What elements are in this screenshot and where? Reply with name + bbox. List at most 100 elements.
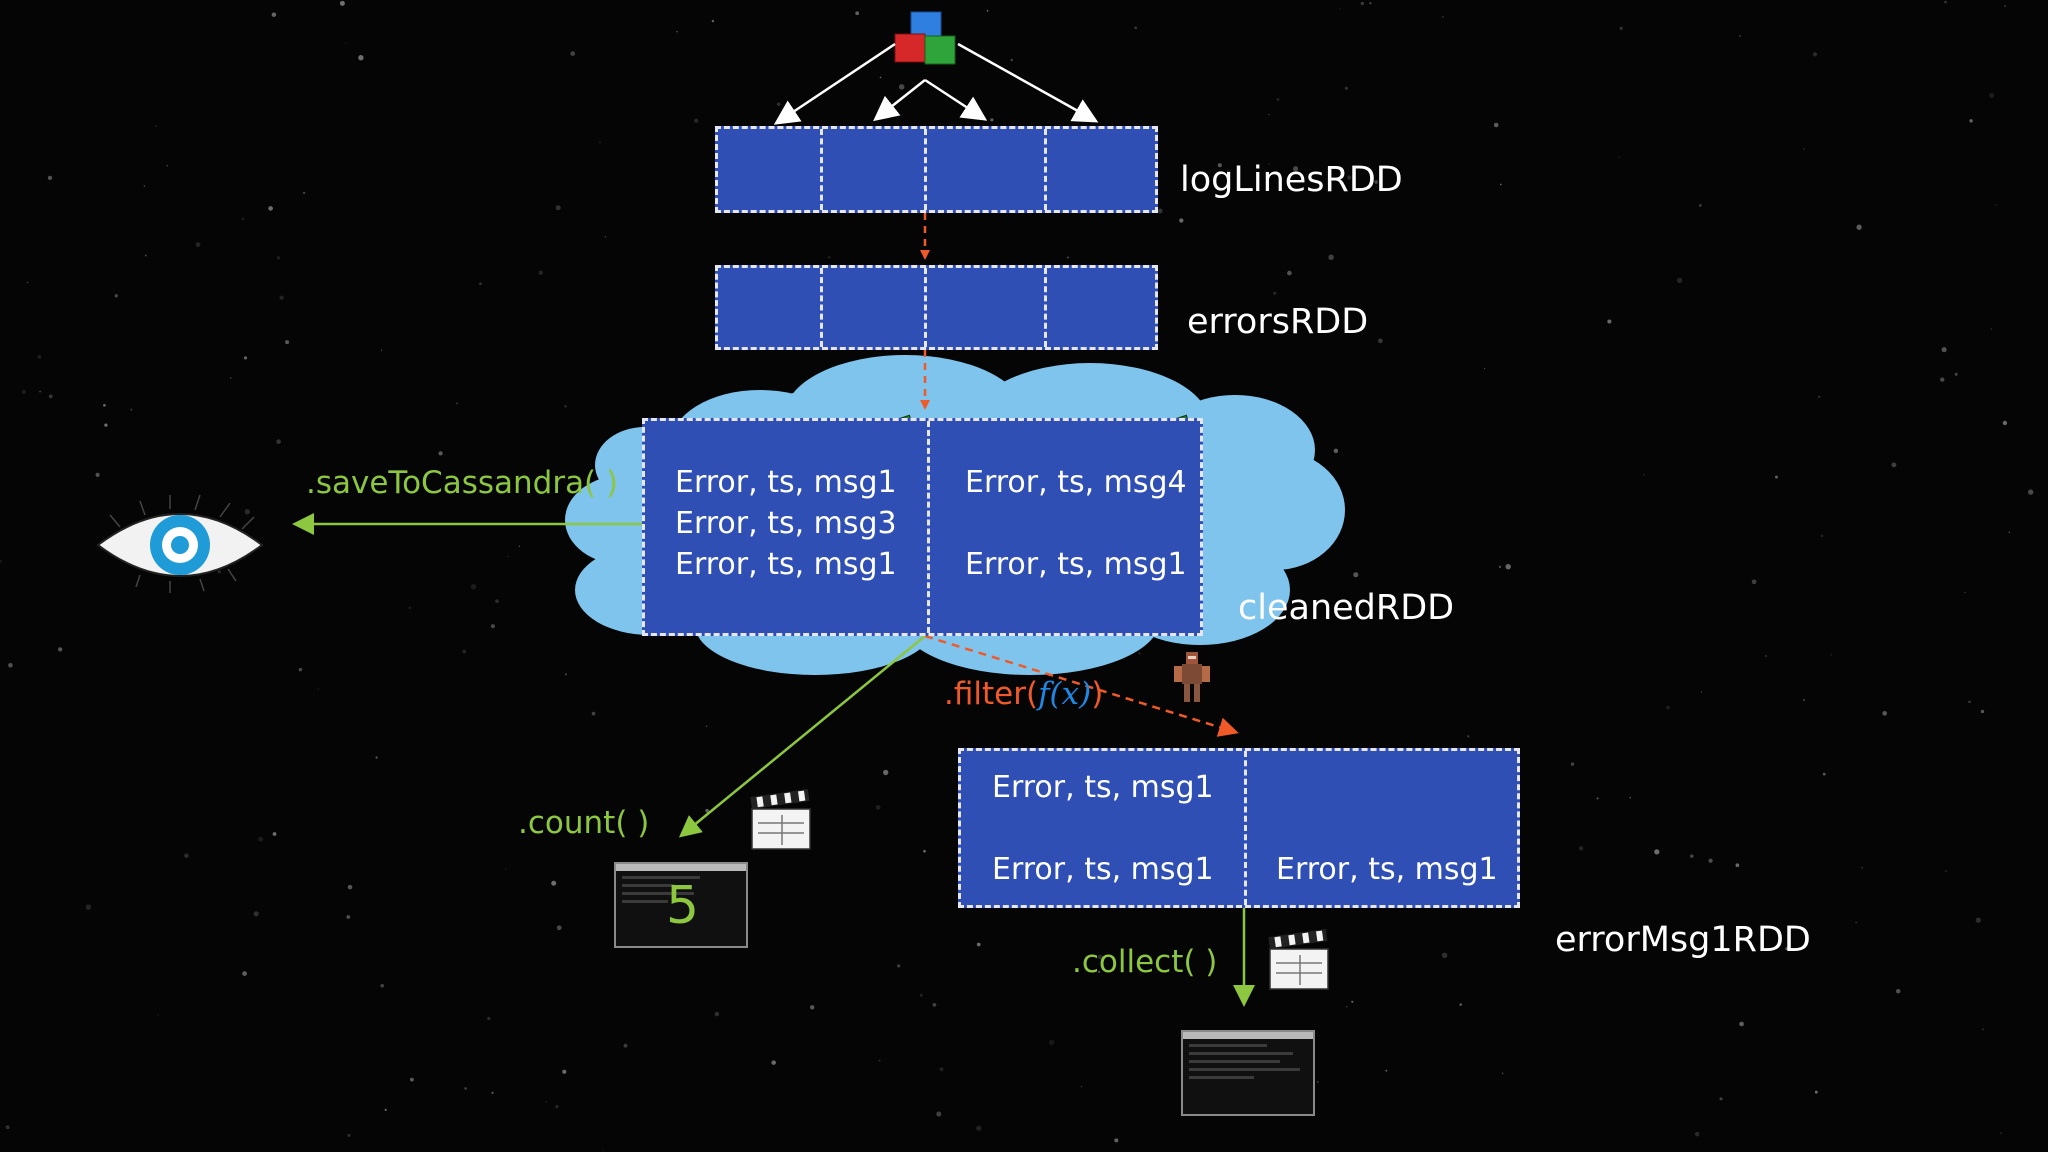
errors-rdd-label: errorsRDD bbox=[1187, 302, 1369, 342]
star bbox=[676, 30, 678, 33]
star bbox=[518, 545, 521, 547]
star bbox=[1347, 175, 1352, 180]
star bbox=[1134, 26, 1138, 30]
star bbox=[347, 884, 353, 890]
star bbox=[243, 356, 248, 360]
data-source-cubes-icon bbox=[894, 11, 956, 65]
star bbox=[1891, 462, 1897, 468]
star bbox=[157, 1014, 159, 1016]
star bbox=[1708, 858, 1713, 863]
errormsg1-record: Error, ts, msg1 bbox=[1276, 852, 1498, 887]
clapperboard-icon bbox=[1268, 929, 1329, 990]
star bbox=[1945, 870, 1947, 872]
star bbox=[39, 390, 42, 393]
star bbox=[470, 584, 477, 590]
star bbox=[1989, 93, 1995, 99]
terminal-line bbox=[1189, 1076, 1254, 1079]
star bbox=[1719, 1097, 1723, 1101]
star bbox=[1895, 988, 1901, 994]
star bbox=[1287, 270, 1292, 276]
errormsg1-rdd-label: errorMsg1RDD bbox=[1555, 920, 1811, 960]
star bbox=[268, 206, 273, 211]
star bbox=[538, 270, 544, 275]
star bbox=[1698, 204, 1702, 207]
star bbox=[1499, 183, 1502, 186]
star bbox=[705, 808, 709, 813]
star bbox=[1010, 58, 1013, 62]
star bbox=[58, 647, 63, 652]
star bbox=[195, 242, 201, 247]
star bbox=[591, 711, 596, 716]
star bbox=[1328, 254, 1334, 261]
save-to-cassandra-label: .saveToCassandra( ) bbox=[306, 465, 619, 501]
star bbox=[37, 354, 42, 359]
star bbox=[936, 1111, 942, 1117]
star bbox=[562, 1069, 567, 1074]
star bbox=[26, 281, 29, 284]
star bbox=[1179, 218, 1184, 223]
star bbox=[358, 55, 364, 61]
star bbox=[504, 868, 507, 871]
star bbox=[103, 403, 106, 407]
star bbox=[253, 911, 259, 917]
star bbox=[285, 340, 290, 345]
star bbox=[623, 1043, 628, 1048]
terminal-line bbox=[622, 892, 694, 895]
star bbox=[1654, 849, 1660, 855]
star bbox=[878, 1059, 881, 1062]
star bbox=[229, 377, 232, 379]
star bbox=[166, 164, 169, 167]
star bbox=[217, 570, 221, 574]
star bbox=[1954, 372, 1958, 376]
errormsg1-rdd-block bbox=[958, 748, 1520, 908]
star bbox=[1578, 846, 1584, 851]
star bbox=[271, 12, 277, 17]
star bbox=[241, 217, 245, 221]
star bbox=[276, 439, 281, 444]
star bbox=[143, 185, 146, 187]
star bbox=[1785, 947, 1789, 951]
star bbox=[507, 555, 509, 558]
partition-divider bbox=[1044, 129, 1047, 210]
terminal-line bbox=[1189, 1044, 1267, 1047]
star bbox=[408, 606, 412, 610]
partition-divider bbox=[924, 129, 927, 210]
star bbox=[339, 0, 345, 6]
star bbox=[1856, 224, 1862, 230]
star bbox=[1830, 654, 1832, 656]
star bbox=[545, 1101, 547, 1103]
errors-rdd-block bbox=[715, 265, 1158, 350]
star bbox=[1360, 1, 1364, 6]
cleaned-record: Error, ts, msg1 bbox=[675, 547, 897, 582]
star bbox=[184, 853, 189, 858]
terminal-titlebar bbox=[616, 864, 746, 871]
star bbox=[1441, 616, 1444, 619]
star bbox=[48, 394, 53, 399]
star bbox=[298, 667, 303, 672]
star bbox=[0, 559, 2, 563]
star bbox=[932, 1003, 937, 1007]
star bbox=[1483, 367, 1486, 370]
star bbox=[1739, 1021, 1744, 1027]
star bbox=[21, 389, 26, 395]
partition-divider bbox=[820, 268, 823, 347]
star bbox=[1344, 86, 1349, 90]
star bbox=[5, 1125, 10, 1130]
cleaned-record: Error, ts, msg1 bbox=[965, 547, 1187, 582]
star bbox=[495, 599, 499, 604]
star bbox=[776, 102, 781, 106]
star bbox=[565, 673, 567, 676]
star bbox=[555, 205, 561, 211]
star bbox=[464, 1087, 467, 1090]
star bbox=[919, 993, 923, 997]
collect-label: .collect( ) bbox=[1072, 944, 1218, 980]
star bbox=[827, 255, 831, 259]
star bbox=[1138, 652, 1141, 655]
star bbox=[897, 964, 901, 968]
star bbox=[242, 971, 247, 976]
star bbox=[344, 42, 347, 44]
star bbox=[1666, 705, 1670, 710]
star bbox=[258, 836, 264, 842]
star bbox=[810, 1005, 815, 1010]
